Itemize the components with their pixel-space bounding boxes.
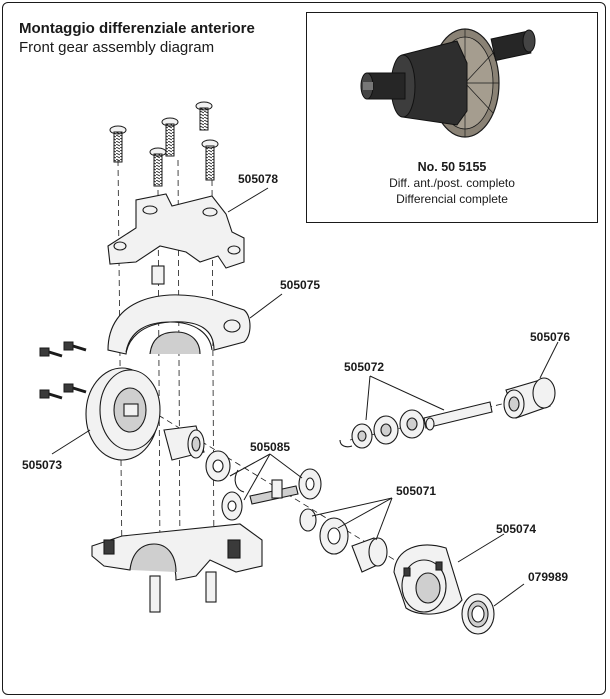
label-505071: 505071 xyxy=(396,484,437,498)
screw-3 xyxy=(195,101,213,131)
label-505085: 505085 xyxy=(250,440,291,454)
label-505073: 505073 xyxy=(22,458,63,472)
part-505078-bulkhead xyxy=(107,193,245,285)
leader-lines xyxy=(51,187,559,607)
side-screw-1 xyxy=(39,347,63,358)
top-screws xyxy=(109,101,219,187)
part-505085-washers xyxy=(205,450,322,521)
label-079989: 079989 xyxy=(528,570,569,584)
side-screw-2 xyxy=(63,341,87,352)
part-079989-bearing xyxy=(461,593,495,635)
pinion-cup xyxy=(163,425,205,461)
complete-differential-illustration xyxy=(360,28,536,138)
side-screws xyxy=(39,341,87,400)
side-screw-3 xyxy=(39,389,63,400)
part-505075-upper-case xyxy=(107,294,251,355)
part-505072-outdrive-shaft xyxy=(339,401,493,449)
side-screw-4 xyxy=(63,383,87,394)
inset-description-en: Differencial complete xyxy=(396,192,508,206)
screw-2 xyxy=(161,117,179,157)
screw-5 xyxy=(201,139,219,181)
label-505074: 505074 xyxy=(496,522,537,536)
label-505075: 505075 xyxy=(280,278,321,292)
left-outdrive xyxy=(360,72,406,100)
lower-gear-case xyxy=(91,523,263,613)
label-505078: 505078 xyxy=(238,172,279,186)
screw-4 xyxy=(149,147,167,187)
diagram-subtitle: Front gear assembly diagram xyxy=(19,39,215,56)
label-505076: 505076 xyxy=(530,330,571,344)
right-outdrive xyxy=(490,29,536,62)
inset-description-it: Diff. ant./post. completo xyxy=(389,176,515,190)
diagram-title: Montaggio differenziale anteriore xyxy=(19,20,255,37)
complete-differential-inset: No. 50 5155 Diff. ant./post. completo Di… xyxy=(306,12,598,223)
part-505076-outdrive-cup xyxy=(503,377,556,419)
part-505074-diff-housing xyxy=(393,544,463,615)
part-505071-spider-gears xyxy=(299,508,388,573)
inset-part-number: No. 50 5155 xyxy=(417,160,487,174)
screw-1 xyxy=(109,125,127,163)
part-505073-diff-flange xyxy=(85,367,161,461)
label-505072: 505072 xyxy=(344,360,385,374)
